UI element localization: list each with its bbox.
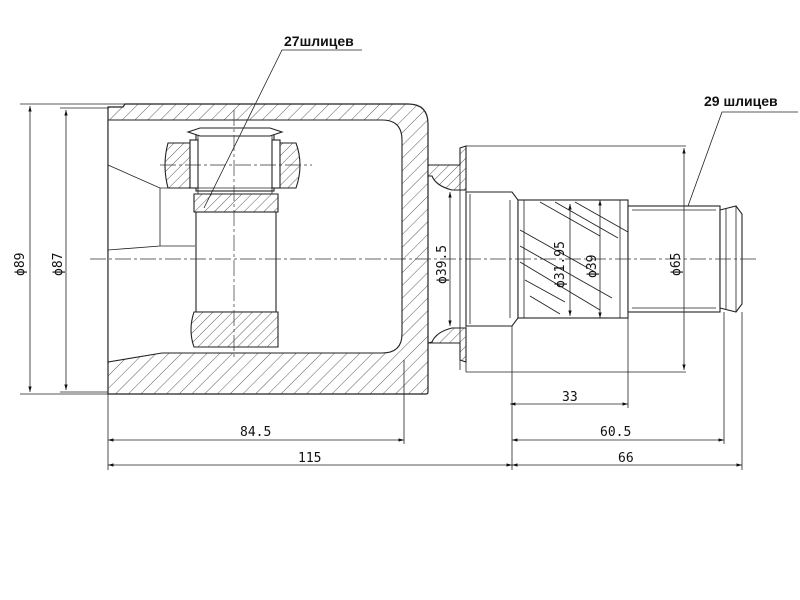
dim-dia-31-95: ϕ31.95 xyxy=(553,241,568,288)
dim-dia-89: ϕ89 xyxy=(13,253,28,276)
dim-len-60-5: 60.5 xyxy=(600,425,631,440)
dim-len-33: 33 xyxy=(562,390,578,405)
flange-upper xyxy=(427,145,467,191)
dim-len-66: 66 xyxy=(618,451,634,466)
dimension-lines xyxy=(20,49,798,470)
tripod-spider xyxy=(190,311,279,348)
dim-dia-65: ϕ65 xyxy=(669,253,684,276)
dim-dia-39: ϕ39 xyxy=(585,255,600,278)
tripod-assembly xyxy=(164,127,301,348)
flange xyxy=(427,145,467,372)
flange-lower xyxy=(427,327,467,363)
roller-left xyxy=(164,142,191,189)
outer-splines-label: 29 шлицев xyxy=(704,93,778,109)
dim-len-115: 115 xyxy=(298,451,321,466)
spline-helix xyxy=(519,201,629,315)
dim-dia-87: ϕ87 xyxy=(51,253,66,276)
roller-right xyxy=(275,142,301,189)
tripod-trunnion xyxy=(193,193,279,213)
dim-len-84-5: 84.5 xyxy=(240,425,271,440)
dim-dia-39-5: ϕ39.5 xyxy=(435,245,450,284)
center-lines xyxy=(90,110,756,360)
inner-splines-label: 27шлицев xyxy=(284,33,354,49)
